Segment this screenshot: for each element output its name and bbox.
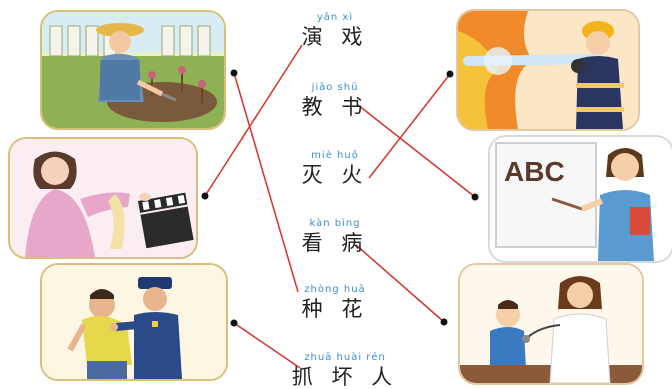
match-dot[interactable] bbox=[440, 318, 448, 326]
firefighter-illustration bbox=[458, 11, 638, 129]
teacher-illustration: ABC bbox=[490, 137, 672, 261]
word-hanzi: 看 病 bbox=[301, 231, 369, 255]
word-pinyin: jiāo shū bbox=[311, 82, 359, 93]
word-pinyin: zhuā huài rén bbox=[304, 352, 386, 363]
connector-line bbox=[233, 72, 299, 293]
word-hanzi: 演 戏 bbox=[301, 25, 369, 49]
match-dot[interactable] bbox=[201, 192, 209, 200]
match-dot[interactable] bbox=[471, 193, 479, 201]
actress-illustration bbox=[10, 139, 196, 257]
word-hanzi: 教 书 bbox=[301, 95, 369, 119]
board-text: ABC bbox=[504, 156, 565, 187]
word-pinyin: kàn bìng bbox=[309, 218, 361, 229]
gardener-card[interactable] bbox=[40, 10, 226, 130]
doctor-card[interactable] bbox=[458, 263, 644, 385]
firefighter-card[interactable] bbox=[456, 9, 640, 131]
doctor-illustration bbox=[460, 265, 642, 383]
word-pinyin: yǎn xì bbox=[316, 12, 354, 23]
connector-line bbox=[355, 244, 445, 323]
policeman-card[interactable] bbox=[40, 263, 228, 381]
match-dot[interactable] bbox=[446, 70, 454, 78]
word-pinyin: miè huǒ bbox=[311, 150, 359, 161]
connector-line bbox=[357, 104, 476, 198]
actress-card[interactable] bbox=[8, 137, 198, 259]
policeman-illustration bbox=[42, 265, 226, 379]
connector-line bbox=[233, 322, 301, 369]
word-zhuahuairen[interactable]: zhuā huài rén 抓 坏 人 bbox=[290, 352, 400, 389]
word-yanxi[interactable]: yǎn xì 演 戏 bbox=[290, 12, 380, 49]
word-miehuo[interactable]: miè huǒ 灭 火 bbox=[290, 150, 380, 187]
word-hanzi: 抓 坏 人 bbox=[291, 365, 399, 389]
word-kanbing[interactable]: kàn bìng 看 病 bbox=[290, 218, 380, 255]
word-pinyin: zhòng huā bbox=[304, 284, 366, 295]
word-hanzi: 灭 火 bbox=[301, 163, 369, 187]
gardener-illustration bbox=[42, 12, 224, 128]
word-jiaoshu[interactable]: jiāo shū 教 书 bbox=[290, 82, 380, 119]
word-zhonghua[interactable]: zhòng huā 种 花 bbox=[290, 284, 380, 321]
match-dot[interactable] bbox=[230, 69, 238, 77]
connector-line bbox=[204, 44, 303, 197]
teacher-card[interactable]: ABC bbox=[488, 135, 672, 263]
match-dot[interactable] bbox=[230, 319, 238, 327]
word-hanzi: 种 花 bbox=[301, 297, 369, 321]
connector-line bbox=[368, 73, 451, 179]
